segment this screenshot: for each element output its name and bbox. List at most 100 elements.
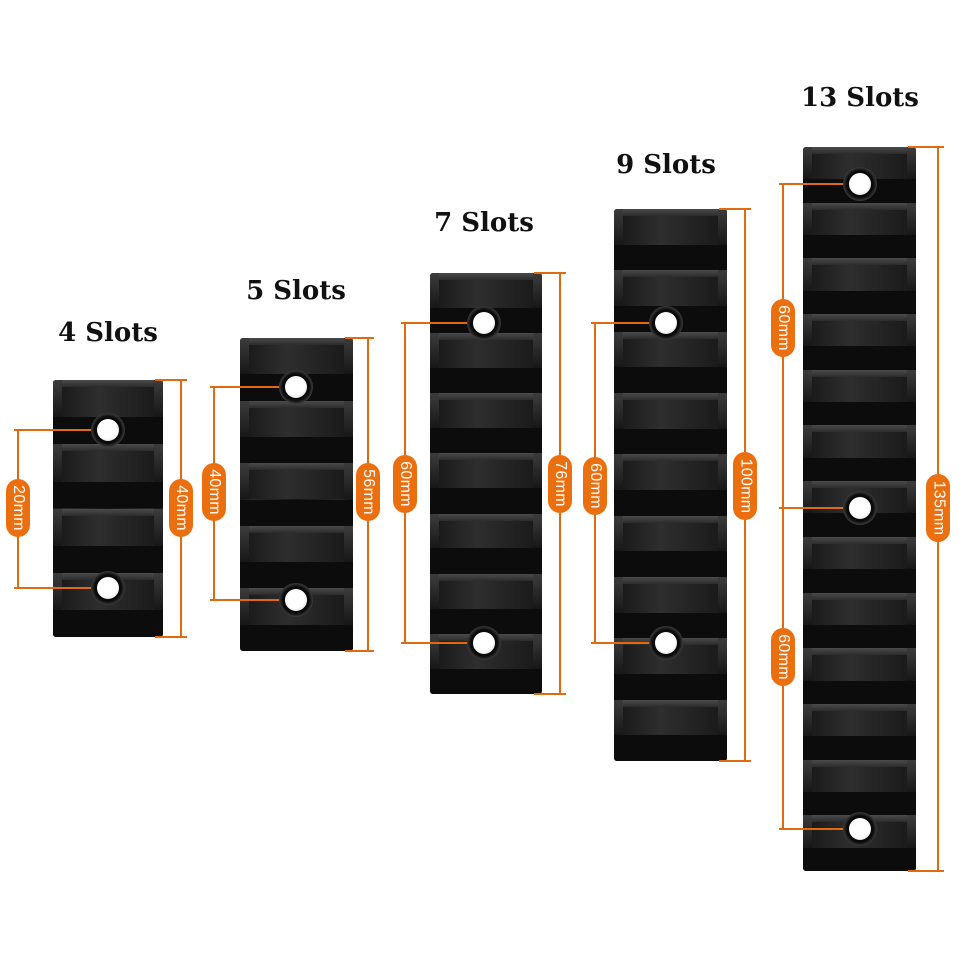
rib-face <box>812 432 907 458</box>
rib-top-edge <box>803 592 916 600</box>
bolt-hole-icon <box>843 167 877 201</box>
dimension-label: 135mm <box>926 474 950 542</box>
rail-slot <box>53 610 163 637</box>
rib-top-edge <box>803 314 916 322</box>
rib-face <box>812 265 907 291</box>
rib-top-edge <box>240 525 353 533</box>
rib-face <box>812 543 907 570</box>
bolt-hole-center <box>655 312 677 334</box>
rib-side <box>907 648 916 681</box>
rib-side <box>718 577 727 613</box>
rib-side <box>614 638 623 674</box>
rib-side <box>718 209 727 245</box>
rib-face <box>623 277 718 306</box>
rib-top-edge <box>430 393 542 401</box>
rail-title: 4 Slots <box>58 318 158 348</box>
rib-side <box>430 573 439 609</box>
rib-side <box>614 699 623 736</box>
height-dim-tick-bottom <box>908 870 944 872</box>
rib-face <box>623 706 718 736</box>
rib-side <box>907 703 916 737</box>
rail-slot <box>430 668 542 694</box>
rib-side <box>240 588 249 625</box>
height-dim-tick-top <box>534 272 566 274</box>
rib-side <box>344 463 353 500</box>
rib-side <box>533 633 542 669</box>
rail-rib <box>240 525 353 563</box>
rib-face <box>812 710 907 737</box>
rail-rib <box>430 393 542 429</box>
rib-face <box>439 580 533 609</box>
rib-side <box>803 147 812 180</box>
rail-slot <box>430 428 542 454</box>
rail-rib <box>53 380 163 418</box>
rib-face <box>62 451 154 482</box>
rib-face <box>439 460 533 489</box>
rail-rib <box>803 314 916 347</box>
rib-side <box>154 444 163 482</box>
rib-top-edge <box>614 577 727 584</box>
rib-side <box>907 425 916 458</box>
rail-rib <box>53 444 163 482</box>
dimension-label-text: 40mm <box>173 485 190 531</box>
rail-title: 13 Slots <box>801 83 919 113</box>
dimension-label-text: 76mm <box>552 461 569 507</box>
rail-slot <box>803 680 916 704</box>
rail-slot <box>803 736 916 760</box>
rib-side <box>907 592 916 625</box>
rail-rib <box>614 699 727 736</box>
dimension-label: 100mm <box>733 452 757 520</box>
rib-side <box>430 633 439 669</box>
rib-face <box>249 532 344 563</box>
rib-side <box>53 444 62 482</box>
dimension-label-text: 135mm <box>930 480 948 536</box>
rail-slot <box>614 489 727 516</box>
spacing-dim-tick <box>779 183 860 185</box>
rib-top-edge <box>803 481 916 489</box>
rib-side <box>533 333 542 369</box>
bolt-hole-icon <box>843 491 877 525</box>
rib-side <box>344 588 353 625</box>
rib-side <box>533 513 542 549</box>
height-dim-tick-bottom <box>155 636 187 638</box>
bolt-hole-center <box>473 312 495 334</box>
rib-top-edge <box>803 369 916 377</box>
rib-side <box>803 425 812 458</box>
rail-slot <box>803 402 916 426</box>
rib-side <box>803 202 812 235</box>
rib-side <box>154 380 163 418</box>
height-dim-tick-bottom <box>719 760 751 762</box>
rib-face <box>623 461 718 490</box>
bolt-hole-center <box>285 589 307 611</box>
rib-side <box>430 453 439 489</box>
rib-face <box>439 520 533 549</box>
rib-side <box>533 273 542 308</box>
bolt-hole-center <box>285 376 307 398</box>
rib-top-edge <box>430 573 542 581</box>
rib-side <box>907 202 916 235</box>
rib-side <box>614 209 623 245</box>
rib-top-edge <box>614 699 727 707</box>
rib-side <box>240 525 249 563</box>
rib-side <box>907 759 916 792</box>
rail-slot <box>430 548 542 574</box>
rail-rib <box>614 515 727 552</box>
spacing-dim-tick <box>591 642 666 644</box>
rib-top-edge <box>803 425 916 433</box>
rib-side <box>803 258 812 291</box>
rail-rib <box>430 453 542 489</box>
bolt-hole-icon <box>843 812 877 846</box>
rib-side <box>803 314 812 347</box>
rib-face <box>249 345 344 375</box>
rail-title: 9 Slots <box>616 150 716 180</box>
rib-side <box>718 393 727 429</box>
rib-side <box>344 525 353 563</box>
rib-face <box>812 376 907 403</box>
rib-top-edge <box>430 453 542 461</box>
bolt-hole-center <box>97 577 119 599</box>
dimension-label: 76mm <box>548 455 572 513</box>
rib-top-edge <box>614 515 727 523</box>
rail-rib <box>614 393 727 429</box>
rib-side <box>154 572 163 610</box>
bolt-hole-center <box>655 632 677 654</box>
